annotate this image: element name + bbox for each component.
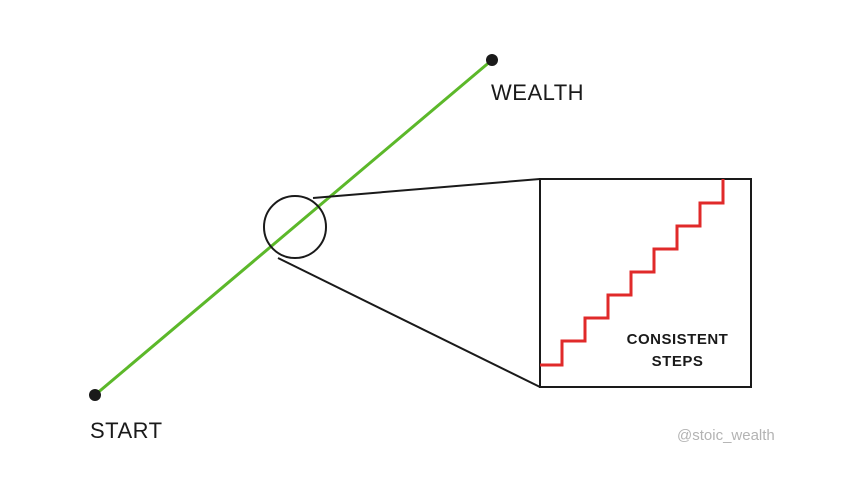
zoom-connector-top [312, 178, 541, 199]
zoom-box [539, 178, 752, 388]
caption-line-2: STEPS [651, 353, 704, 370]
wealth-label: WEALTH [491, 80, 585, 105]
wealth-point [486, 54, 498, 66]
start-label: START [90, 418, 163, 443]
magnifier-circle [263, 195, 327, 259]
watermark-handle: @stoic_wealth [677, 427, 775, 444]
zoom-connector-bottom [277, 257, 541, 388]
progress-path-line [93, 58, 494, 397]
consistent-steps-caption: CONSISTENT STEPS [610, 329, 745, 373]
caption-line-1: CONSISTENT [626, 331, 729, 348]
start-point [89, 389, 101, 401]
consistent-steps-staircase [540, 179, 725, 367]
